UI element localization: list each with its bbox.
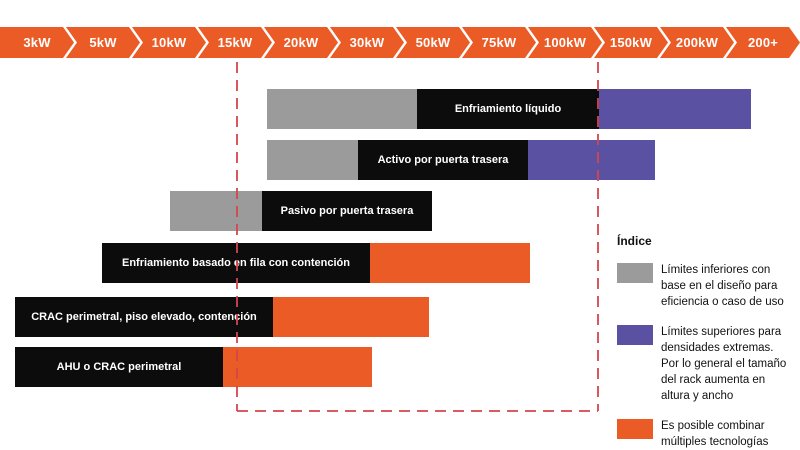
bar-label: Enfriamiento basado en fila con contenci… (122, 257, 350, 269)
bar-segment-black: Enfriamiento basado en fila con contenci… (102, 243, 370, 283)
bar-segment-gray (267, 140, 358, 180)
bar-segment-orange (273, 297, 429, 337)
bar-row: CRAC perimetral, piso elevado, contenció… (0, 297, 800, 337)
bar-label: CRAC perimetral, piso elevado, contenció… (31, 311, 257, 323)
legend-swatch-gray (617, 263, 653, 283)
bar-segment-black: AHU o CRAC perimetral (15, 347, 223, 387)
legend-swatch-orange (617, 419, 653, 439)
kw-segment-20kW: 20kW (264, 27, 338, 58)
legend: Índice Límites inferiores con base en el… (617, 234, 789, 450)
bar-row: Pasivo por puerta trasera (0, 191, 800, 231)
legend-title: Índice (617, 234, 652, 248)
bar-row: Enfriamiento basado en fila con contenci… (0, 243, 800, 283)
bar-label: Activo por puerta trasera (377, 154, 509, 166)
bar-segment-orange (370, 243, 530, 283)
bar-segment-purple (599, 89, 751, 129)
bar-segment-purple (528, 140, 655, 180)
bar-segment-gray (170, 191, 262, 231)
kw-segment-75kW: 75kW (462, 27, 536, 58)
kw-segment-50kW: 50kW (396, 27, 470, 58)
kw-segment-10kW: 10kW (132, 27, 206, 58)
bar-row: Activo por puerta trasera (0, 140, 800, 180)
kw-segment-200kW: 200kW (660, 27, 734, 58)
bar-segment-gray (267, 89, 417, 129)
bar-segment-black: Activo por puerta trasera (358, 140, 528, 180)
legend-item-text: Límites inferiores con base en el diseño… (661, 264, 784, 308)
bar-row: Enfriamiento líquido (0, 89, 800, 129)
bar-label: Enfriamiento líquido (454, 103, 562, 115)
legend-items: Límites inferiores con base en el diseño… (617, 262, 789, 450)
kw-segment-150kW: 150kW (594, 27, 668, 58)
legend-item-text: Límites superiores para densidades extre… (661, 326, 787, 402)
kw-segment-5kW: 5kW (66, 27, 140, 58)
kw-segment-15kW: 15kW (198, 27, 272, 58)
bar-segment-orange (223, 347, 372, 387)
bar-segment-black: Enfriamiento líquido (417, 89, 599, 129)
legend-item: Límites superiores para densidades extre… (617, 324, 789, 404)
legend-item-text: Es posible combinar múltiples tecnología… (661, 420, 769, 448)
kw-segment-200+: 200+ (726, 27, 800, 58)
legend-item: Es posible combinar múltiples tecnología… (617, 418, 789, 450)
kw-segment-30kW: 30kW (330, 27, 404, 58)
bar-label: AHU o CRAC perimetral (56, 361, 182, 373)
bar-segment-black: Pasivo por puerta trasera (262, 191, 432, 231)
bar-label: Pasivo por puerta trasera (280, 205, 414, 217)
legend-swatch-purple (617, 325, 653, 345)
kw-segment-3kW: 3kW (0, 27, 74, 58)
bar-row: AHU o CRAC perimetral (0, 347, 800, 387)
kw-segment-100kW: 100kW (528, 27, 602, 58)
legend-item: Límites inferiores con base en el diseño… (617, 262, 789, 310)
bar-segment-black: CRAC perimetral, piso elevado, contenció… (15, 297, 273, 337)
